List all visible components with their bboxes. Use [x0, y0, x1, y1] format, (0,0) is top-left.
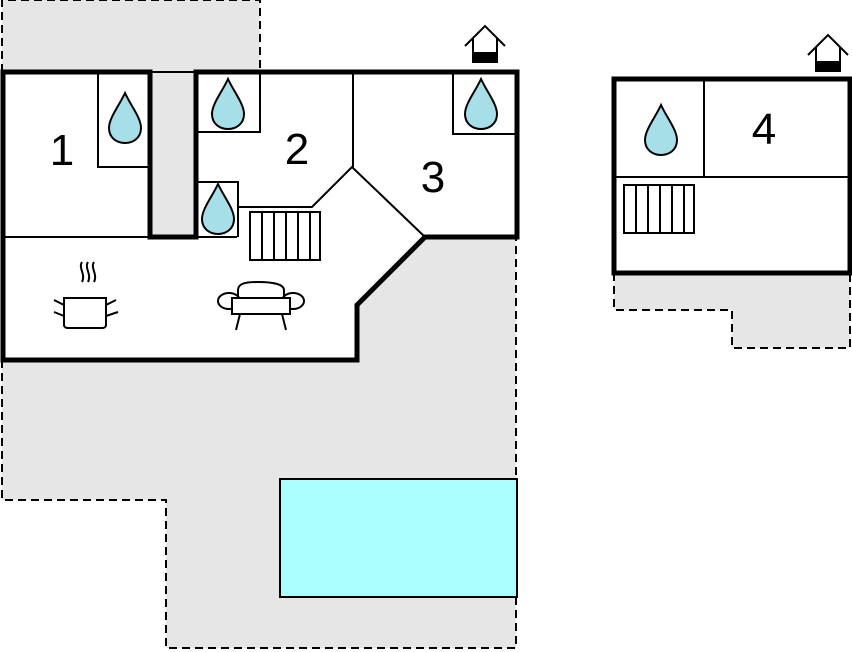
staircase-icon — [249, 211, 321, 261]
room-label-2: 2 — [285, 125, 309, 174]
water-drop-icon — [210, 76, 246, 131]
water-drop-icon — [200, 181, 236, 236]
water-drop-icon — [107, 90, 143, 145]
house-entrance-icon — [807, 33, 849, 72]
sofa-icon — [217, 280, 305, 331]
terrace-annex — [613, 272, 851, 349]
room-label-3: 3 — [421, 153, 445, 202]
annex-walls — [611, 76, 852, 276]
house-entrance-icon — [464, 24, 506, 63]
staircase-icon — [623, 184, 695, 234]
main-house-walls — [0, 69, 520, 363]
water-drop-icon — [463, 76, 499, 131]
cooking-pot-icon — [53, 261, 119, 329]
water-drop-icon — [643, 102, 679, 157]
room-label-4: 4 — [752, 105, 776, 154]
annex-interior-walls — [614, 79, 850, 178]
swimming-pool — [279, 478, 518, 598]
room-label-1: 1 — [50, 126, 74, 175]
